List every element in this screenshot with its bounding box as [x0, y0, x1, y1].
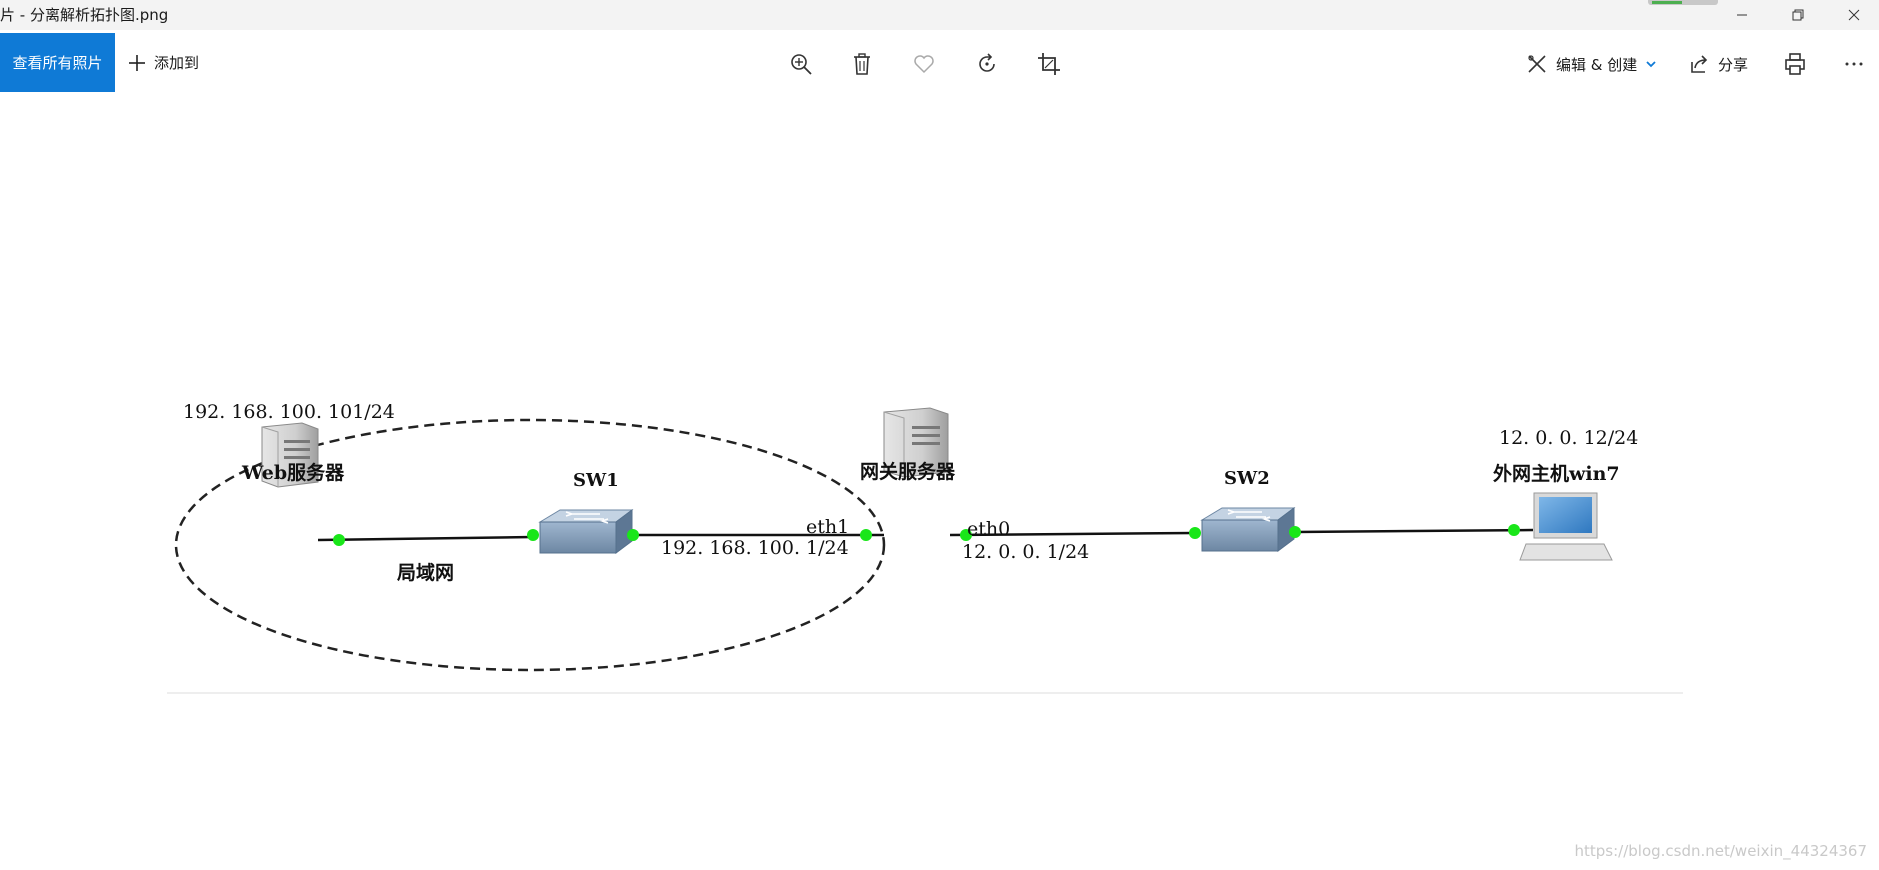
- view-all-photos-button[interactable]: 查看所有照片: [0, 33, 115, 92]
- crop-button[interactable]: [1031, 46, 1067, 82]
- gateway-server-icon: [883, 407, 949, 478]
- rotate-icon: [979, 53, 995, 72]
- port-host: [1508, 524, 1520, 536]
- more-icon: [1845, 62, 1863, 66]
- port-gateway-eth0: [960, 529, 972, 541]
- image-canvas: 192. 168. 100. 101/24 Web服务器 SW1 局域网 eth…: [0, 92, 1879, 870]
- edit-create-icon: [1528, 55, 1546, 73]
- minimize-button[interactable]: [1714, 0, 1770, 30]
- sw1-switch-icon: [538, 509, 634, 554]
- restore-button[interactable]: [1770, 0, 1826, 30]
- edit-create-label: 编辑 & 创建: [1556, 55, 1638, 74]
- lan-label: 局域网: [397, 562, 455, 584]
- eth1-ip-label: 192. 168. 100. 1/24: [661, 537, 849, 559]
- status-indicator: [1648, 0, 1718, 5]
- topology-diagram: [167, 407, 1683, 694]
- port-gateway-eth1: [860, 529, 872, 541]
- crop-icon: [1038, 53, 1060, 75]
- window-title: 片 - 分离解析拓扑图.png: [0, 6, 169, 24]
- delete-button[interactable]: [844, 46, 880, 82]
- link-gateway-sw2: [949, 531, 1196, 537]
- minimize-icon: [1737, 14, 1747, 16]
- watermark-text: https://blog.csdn.net/weixin_44324367: [1574, 842, 1867, 860]
- delete-icon: [854, 53, 870, 75]
- host-label: 外网主机win7: [1493, 463, 1620, 485]
- lan-boundary: [174, 418, 886, 672]
- favorite-button[interactable]: [906, 46, 942, 82]
- add-to-label: 添加到: [154, 54, 200, 72]
- port-sw2-left: [1189, 527, 1201, 539]
- port-sw2-right: [1289, 526, 1301, 538]
- chevron-down-icon: [1646, 61, 1656, 68]
- eth1-label: eth1: [806, 516, 850, 538]
- eth0-ip-label: 12. 0. 0. 1/24: [962, 541, 1090, 563]
- print-icon: [1785, 53, 1805, 75]
- gateway-server-label: 网关服务器: [860, 461, 956, 483]
- port-web: [333, 534, 345, 546]
- web-server-label: Web服务器: [242, 462, 345, 484]
- port-sw1-left: [527, 529, 539, 541]
- share-label: 分享: [1718, 55, 1749, 74]
- title-bar: 片 - 分离解析拓扑图.png: [0, 0, 1879, 30]
- port-sw1-right: [627, 529, 639, 541]
- restore-icon: [1792, 9, 1804, 21]
- toolbar: 查看所有照片 添加到 编辑 & 创建 分享: [0, 30, 1879, 92]
- link-sw2-host: [1294, 528, 1534, 534]
- favorite-icon: [914, 55, 934, 74]
- close-icon: [1848, 9, 1860, 21]
- link-web-sw1: [317, 535, 534, 542]
- host-laptop-icon: [1519, 492, 1613, 561]
- web-server-icon: [261, 422, 319, 488]
- sw2-switch-icon: [1200, 507, 1296, 552]
- share-button[interactable]: 分享: [1688, 46, 1748, 82]
- plus-icon: [129, 54, 145, 71]
- edit-create-button[interactable]: 编辑 & 创建: [1526, 46, 1657, 82]
- lan-ip-label: 192. 168. 100. 101/24: [183, 401, 395, 423]
- sw1-label: SW1: [573, 470, 619, 491]
- sw2-label: SW2: [1224, 468, 1270, 489]
- zoom-in-button[interactable]: [783, 46, 819, 82]
- print-button[interactable]: [1777, 46, 1813, 82]
- add-to-button[interactable]: 添加到: [128, 33, 199, 92]
- share-icon: [1691, 55, 1708, 73]
- eth0-label: eth0: [967, 518, 1011, 540]
- close-button[interactable]: [1826, 0, 1879, 30]
- rotate-button[interactable]: [969, 46, 1005, 82]
- host-ip-label: 12. 0. 0. 12/24: [1499, 427, 1639, 449]
- more-button[interactable]: [1836, 46, 1872, 82]
- zoom-in-icon: [791, 54, 812, 75]
